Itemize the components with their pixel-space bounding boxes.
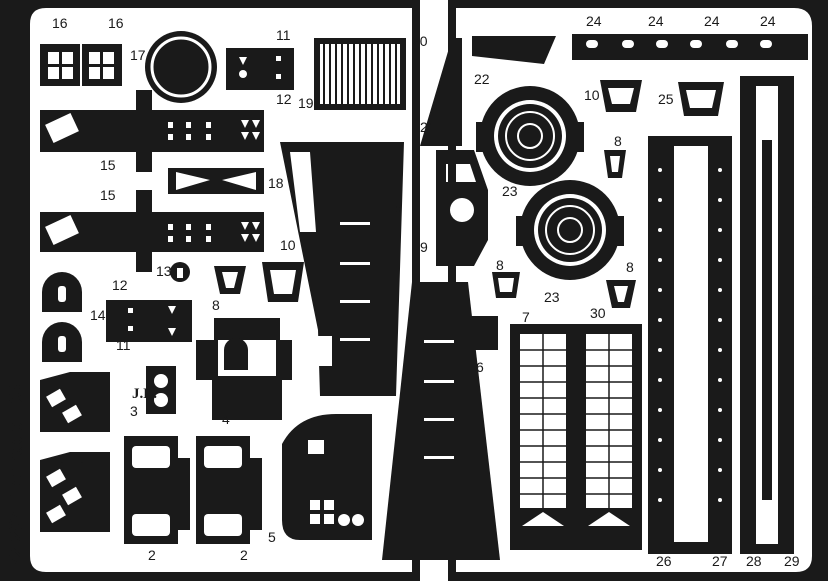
part-22	[472, 36, 556, 64]
label-12a: 12	[276, 91, 292, 107]
part-26-27	[648, 136, 732, 554]
kit-number: 72 297	[6, 510, 27, 568]
part-6-upper	[280, 142, 404, 396]
part-1-upper	[40, 372, 110, 432]
label-24d: 24	[760, 13, 776, 29]
label-10b: 10	[584, 87, 600, 103]
part-10-left	[262, 262, 304, 302]
label-1a: 1	[60, 457, 68, 473]
origin: Made in Czech Republic	[809, 58, 825, 210]
label-12b: 12	[112, 277, 128, 293]
part-8-middle	[492, 272, 520, 298]
label-6a: 6	[394, 199, 402, 215]
part-11-12-top	[226, 48, 294, 90]
label-16b: 16	[108, 15, 124, 31]
label-14: 14	[90, 307, 106, 323]
part-16-right	[82, 44, 122, 86]
part-16-left	[40, 44, 80, 86]
part-15-upper	[40, 90, 264, 172]
label-8b: 8	[212, 297, 220, 313]
label-8d: 8	[626, 259, 634, 275]
label-25: 25	[658, 91, 674, 107]
label-24b: 24	[648, 13, 664, 29]
label-10a: 10	[280, 237, 296, 253]
label-23b: 23	[544, 289, 560, 305]
label-19: 19	[298, 95, 314, 111]
label-11a: 11	[276, 27, 291, 43]
label-6b: 6	[476, 359, 484, 375]
kit-name: Tornado IDS	[6, 384, 27, 496]
label-7: 7	[522, 309, 530, 325]
part-23-upper-fan	[476, 86, 584, 186]
label-15b: 15	[100, 187, 116, 203]
part-15-lower	[40, 190, 264, 272]
part-24-strip	[572, 34, 808, 60]
part-1-lower	[40, 452, 110, 532]
part-9	[436, 150, 488, 266]
part-19	[314, 38, 406, 110]
part-13	[170, 262, 190, 282]
labels: 16 16 17 11 12 19 20 21 22 24 24 24 24 1…	[6, 13, 825, 569]
part-14-lower	[42, 322, 82, 362]
label-8a: 8	[614, 133, 622, 149]
part-25	[678, 82, 724, 116]
label-24c: 24	[704, 13, 720, 29]
label-20: 20	[412, 33, 428, 49]
part-8-lower-right	[606, 280, 636, 308]
label-4: 4	[222, 411, 230, 427]
label-13: 13	[156, 263, 172, 279]
part-11-12-middle	[106, 300, 192, 342]
label-26: 26	[656, 553, 672, 569]
part-8-left	[214, 266, 246, 294]
part-6-lower	[382, 282, 500, 560]
part-2-left	[124, 436, 190, 544]
part-2-right	[196, 436, 262, 544]
part-14-upper	[42, 272, 82, 312]
part-8-upper-right	[604, 150, 626, 178]
part-5	[282, 414, 372, 540]
part-17	[145, 31, 217, 103]
label-16a: 16	[52, 15, 68, 31]
label-3: 3	[130, 403, 138, 419]
label-1b: 1	[80, 457, 88, 473]
part-30	[576, 324, 642, 550]
label-9: 9	[420, 239, 428, 255]
label-28: 28	[746, 553, 762, 569]
part-20-21	[420, 38, 462, 146]
label-11b: 11	[116, 337, 131, 353]
part-3	[146, 366, 176, 414]
label-22: 22	[474, 71, 490, 87]
label-15a: 15	[100, 157, 116, 173]
label-21: 21	[420, 119, 436, 135]
label-24a: 24	[586, 13, 602, 29]
copyright: Eduard M.A.Ltd. © 1999	[809, 259, 825, 410]
part-28-29	[740, 76, 794, 554]
label-18: 18	[268, 175, 284, 191]
part-23-lower-fan	[516, 180, 624, 280]
label-23a: 23	[502, 183, 518, 199]
label-8c: 8	[496, 257, 504, 273]
initials-jb: J.B.	[132, 386, 157, 402]
part-18	[168, 168, 264, 194]
label-17: 17	[130, 47, 146, 63]
label-30: 30	[590, 305, 606, 321]
label-2b: 2	[240, 547, 248, 563]
label-27: 27	[712, 553, 728, 569]
part-7	[510, 324, 576, 550]
label-5: 5	[268, 529, 276, 545]
part-10-right	[600, 80, 642, 112]
part-4	[196, 318, 292, 420]
label-2a: 2	[148, 547, 156, 563]
label-29: 29	[784, 553, 800, 569]
